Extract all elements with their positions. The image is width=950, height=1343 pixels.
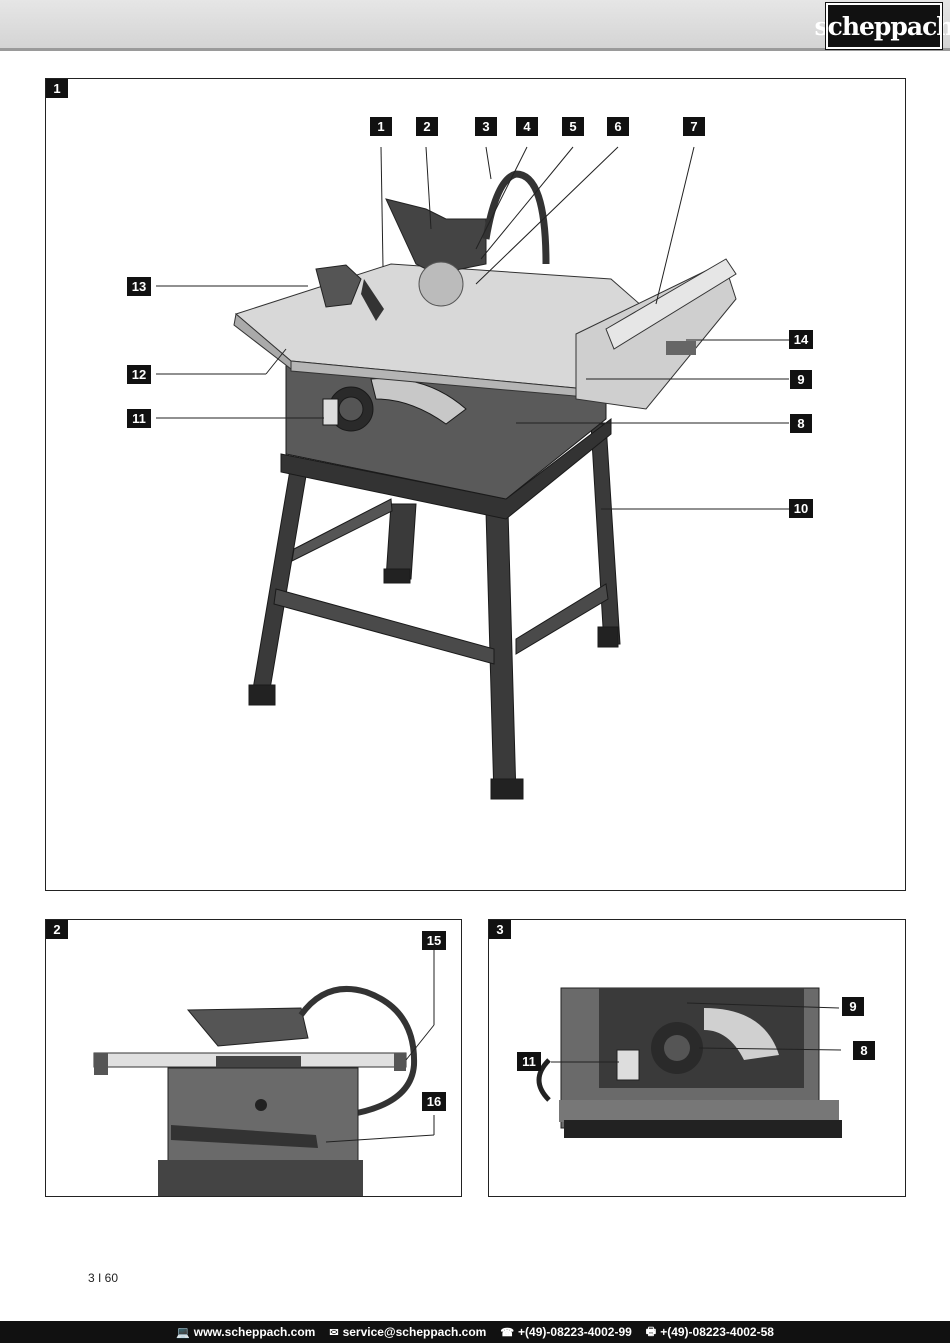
callout-9: 9 [790,370,812,389]
table-saw-side-view [93,950,435,1196]
callout-6: 6 [607,117,629,136]
page-footer: 💻 www.scheppach.com ✉ service@scheppach.… [0,1321,950,1343]
figure-1-number: 1 [46,79,68,98]
callout-13: 13 [127,277,151,296]
page-number: 3 I 60 [88,1271,119,1285]
callout-10: 10 [789,499,813,518]
callout-2: 2 [416,117,438,136]
callout-11: 11 [127,409,151,428]
callout-4: 4 [516,117,538,136]
callout-9: 9 [842,997,864,1016]
monitor-icon: 💻 [176,1326,190,1339]
callout-8: 8 [790,414,812,433]
callout-11: 11 [517,1052,541,1071]
figure-1-panel: 1 [45,78,906,891]
figure-3-number: 3 [489,920,511,939]
phone-icon: ☎ [500,1326,515,1339]
callout-12: 12 [127,365,151,384]
page-header: scheppach [0,0,950,51]
callout-14: 14 [789,330,813,349]
callout-1: 1 [370,117,392,136]
callout-15: 15 [422,931,446,950]
table-saw-illustration [156,146,789,800]
envelope-icon: ✉ [329,1326,339,1339]
callout-8: 8 [853,1041,875,1060]
footer-web-text: www.scheppach.com [193,1325,316,1339]
figure-3-panel: 3 9 8 11 [488,919,906,1197]
footer-web[interactable]: 💻 www.scheppach.com [176,1325,315,1339]
footer-email-text: service@scheppach.com [342,1325,487,1339]
saw-control-detail [536,987,842,1138]
fax-icon: 🖶 [645,1325,657,1338]
figure-2-number: 2 [46,920,68,939]
figure-2-panel: 2 15 16 [45,919,462,1197]
footer-phone-text: +(49)-08223-4002-99 [518,1325,632,1339]
callout-5: 5 [562,117,584,136]
scheppach-logo: scheppach [815,2,950,50]
callout-3: 3 [475,117,497,136]
footer-email[interactable]: ✉ service@scheppach.com [329,1325,486,1339]
footer-fax-text: +(49)-08223-4002-58 [660,1325,774,1339]
footer-fax: 🖶 +(49)-08223-4002-58 [646,1323,774,1342]
callout-7: 7 [683,117,705,136]
footer-phone: ☎ +(49)-08223-4002-99 [500,1325,631,1339]
callout-16: 16 [422,1092,446,1111]
